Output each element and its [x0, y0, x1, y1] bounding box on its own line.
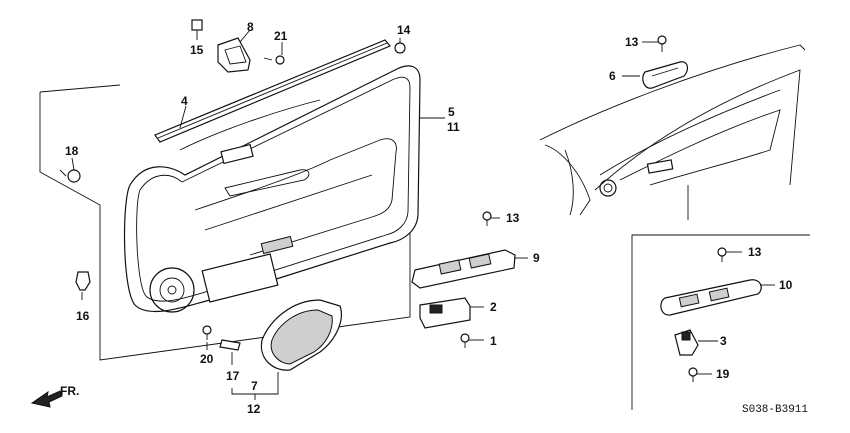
switch-2: [419, 297, 471, 329]
callout-4: 4: [181, 94, 188, 108]
callout-7: 7: [251, 379, 258, 393]
fasteners-bottom: [202, 325, 241, 351]
callout-17: 17: [226, 369, 240, 383]
callout-3: 3: [720, 334, 727, 348]
front-direction-arrow: FR.: [30, 384, 79, 408]
direction-label: FR.: [60, 384, 79, 398]
callout-12: 12: [247, 402, 261, 416]
callout-1: 1: [490, 334, 497, 348]
speaker-opening: [149, 267, 195, 313]
callout-2: 2: [490, 300, 497, 314]
callout-13-middle: 13: [506, 211, 520, 225]
callout-21: 21: [274, 29, 288, 43]
speaker-grille-cover: [260, 299, 342, 371]
callout-8: 8: [247, 20, 254, 34]
callout-6: 6: [609, 69, 616, 83]
screw-13-middle: [482, 211, 492, 226]
clip-part-16: [75, 271, 91, 291]
callout-13-inset: 13: [748, 245, 762, 259]
screw-1: [460, 333, 470, 348]
callout-19: 19: [716, 367, 730, 381]
door-interior-sketch: [539, 44, 806, 220]
callout-5: 5: [448, 105, 455, 119]
bracket-part: [191, 19, 251, 73]
inset-box: [631, 234, 810, 410]
small-fasteners-top: [263, 42, 406, 65]
callout-16: 16: [76, 309, 90, 323]
callout-20: 20: [200, 352, 214, 366]
callout-15: 15: [190, 43, 204, 57]
callout-10: 10: [779, 278, 793, 292]
switch-panel-9: [411, 249, 516, 289]
weatherstrip: [154, 39, 391, 143]
callout-14: 14: [397, 23, 411, 37]
callout-11: 11: [447, 120, 460, 134]
diagram-code: S038-B3911: [742, 404, 808, 416]
callout-9: 9: [533, 251, 540, 265]
door-trim-panel: [123, 65, 421, 313]
handle-bezel-6: [642, 35, 689, 89]
callout-18: 18: [65, 144, 79, 158]
callout-13-top: 13: [625, 35, 639, 49]
clip-part-18: [59, 169, 81, 183]
leader-lines: [71, 29, 775, 400]
inner-handle-recess: [220, 143, 254, 165]
door-panel-group: [39, 39, 425, 361]
door-pocket: [201, 253, 279, 303]
callout-labels: 1 2 3 4 5 11 6 7 12 8 9 10 13 13 13 14 1…: [65, 20, 793, 416]
